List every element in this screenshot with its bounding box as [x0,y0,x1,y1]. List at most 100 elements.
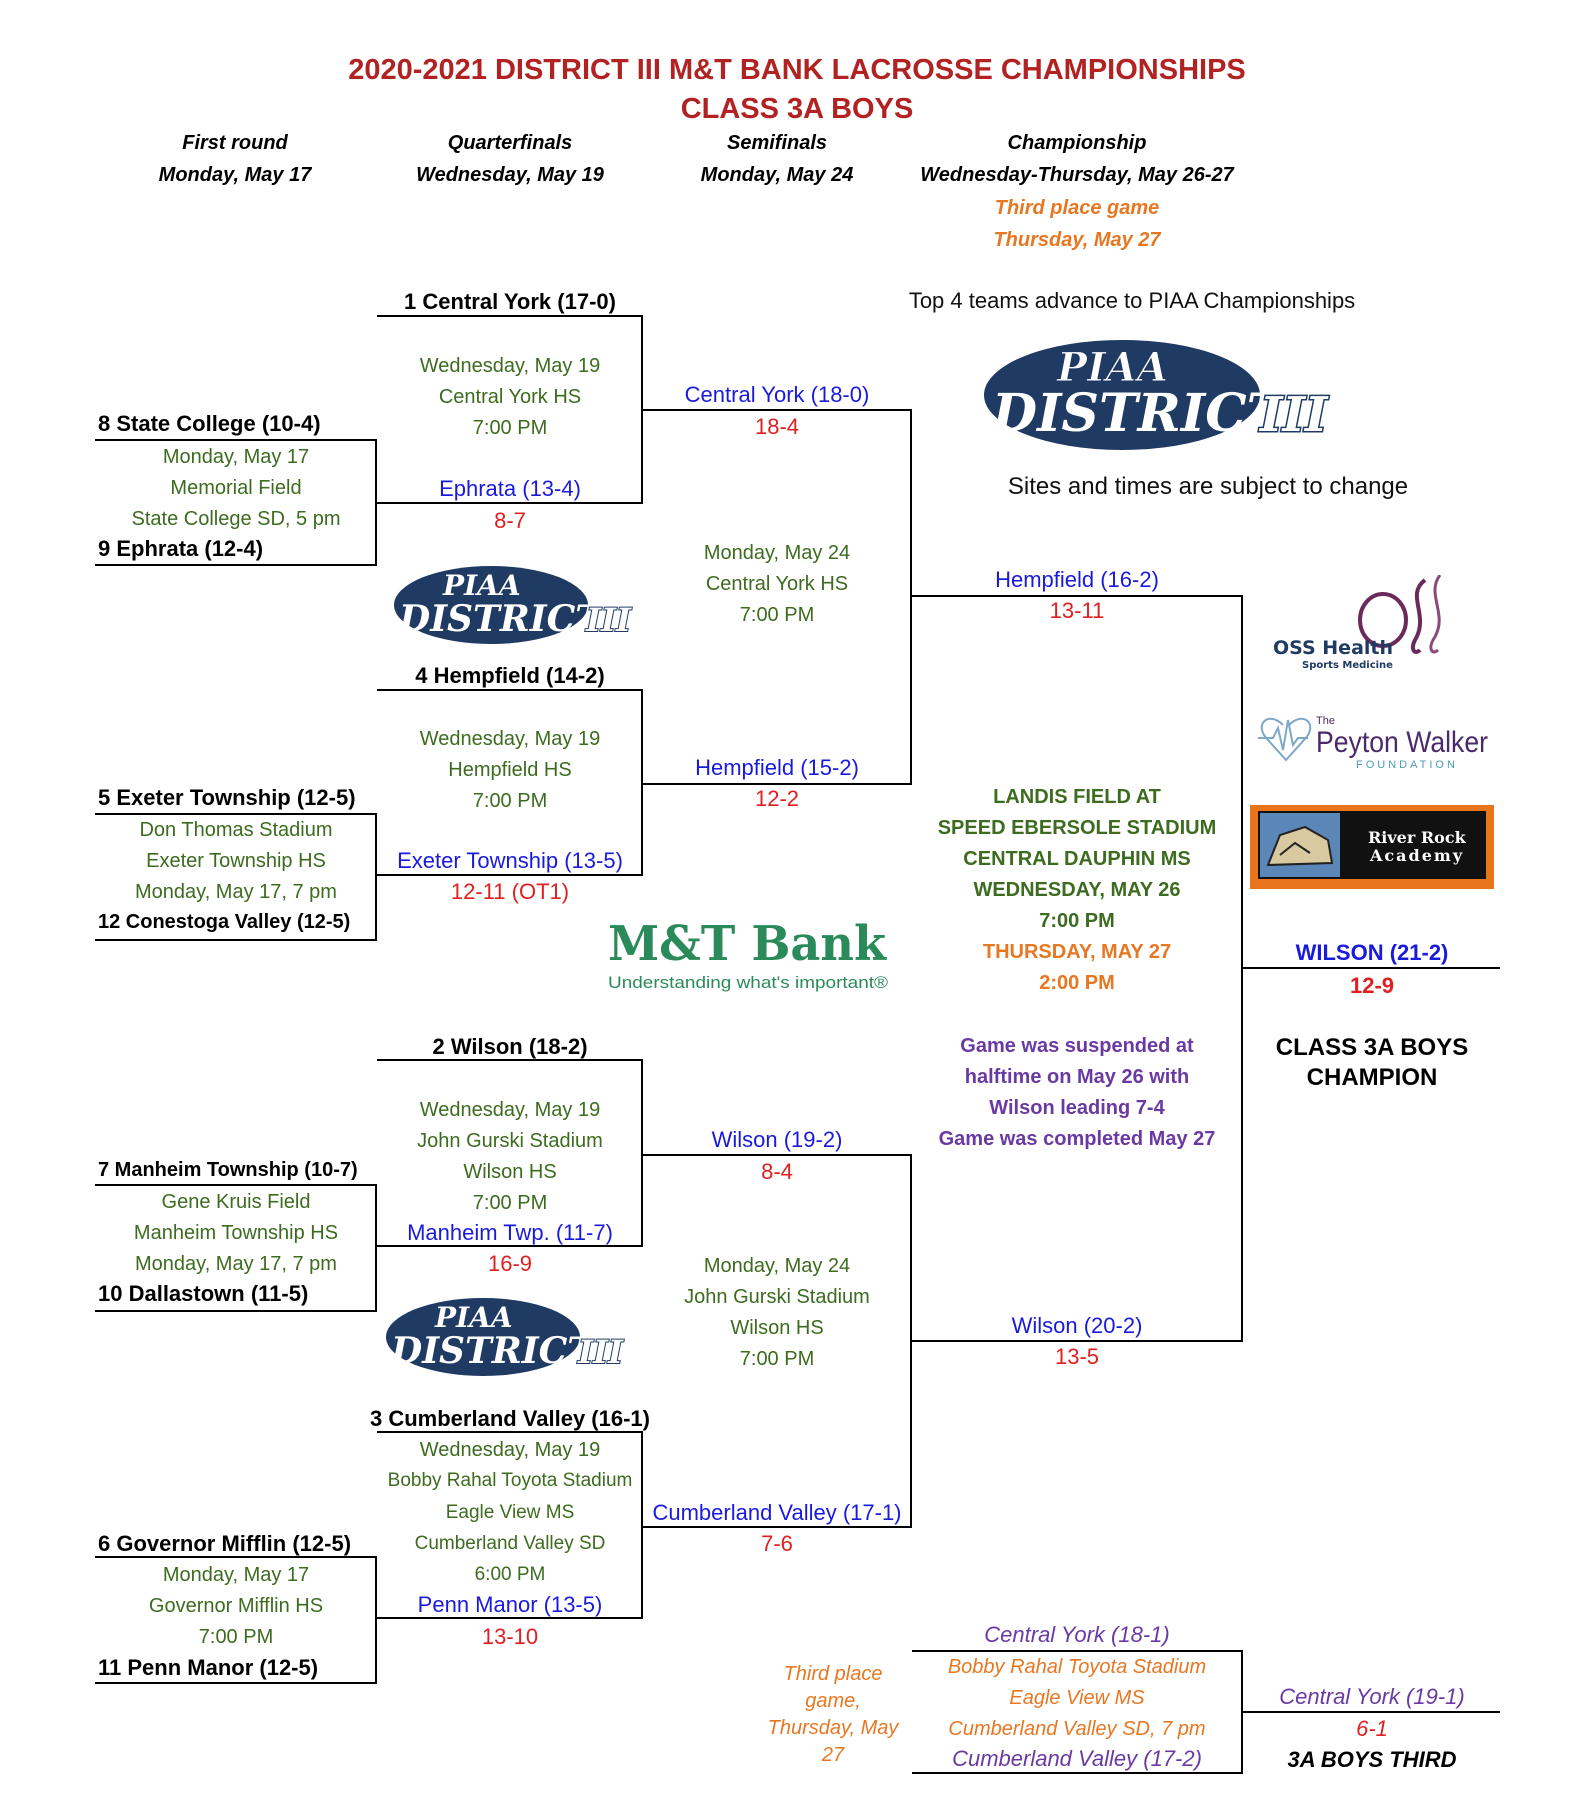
qf3-info: 7:00 PM [472,1192,548,1214]
sf1-top-team: Central York (18-0) [684,382,870,407]
bracket-line [377,1617,643,1619]
r1-g3-info: Monday, May 17, 7 pm [135,1253,337,1275]
third-result-label: 3A BOYS THIRD [1287,1747,1457,1772]
peyton-walker-logo: The Peyton Walker FOUNDATION [1248,700,1493,775]
qf1-seed-team: 1 Central York (17-0) [404,289,616,314]
round-name-first: First round [182,132,288,154]
third-place-header: Third place game [994,197,1160,219]
final-bottom-score: 13-5 [1054,1344,1100,1369]
district-text: DISTRICT [398,598,604,640]
suspension-note: Game was suspended at [960,1035,1194,1057]
qf4-seed-team: 3 Cumberland Valley (16-1) [370,1406,650,1431]
qf3-seed-team: 2 Wilson (18-2) [432,1034,588,1059]
qf2-seed-team: 4 Hempfield (14-2) [415,663,605,688]
mt-tagline: Understanding what's important® [608,973,889,992]
qf4-info: Eagle View MS [445,1502,575,1523]
peyton-name: Peyton Walker [1316,726,1488,759]
sf1-info: Central York HS [705,573,849,595]
qf3-info: John Gurski Stadium [417,1130,603,1152]
roman-text: III [577,1333,624,1371]
r1-g2-info: Don Thomas Stadium [139,819,333,841]
r1-g1-info: Monday, May 17 [162,446,310,468]
qf4-info: Wednesday, May 19 [419,1439,601,1461]
sf2-info: 7:00 PM [739,1348,815,1370]
r1-g1-info: State College SD, 5 pm [131,508,341,530]
bracket-line [377,502,643,504]
bracket-line [1241,595,1243,1342]
river-rock-logo: River Rock Academy [1250,805,1494,889]
third-place-label: Third place [783,1663,883,1685]
final-venue: CENTRAL DAUPHIN MS [963,848,1191,870]
final-top-team: Hempfield (16-2) [995,567,1159,592]
oss-name: OSS Health [1273,637,1393,659]
river-name: River Rock [1368,828,1467,847]
final-bottom-team: Wilson (20-2) [1011,1313,1143,1338]
bracket-line [95,1310,377,1312]
bracket-line [643,783,912,785]
bracket-line [375,1556,377,1682]
qf3-score: 16-9 [487,1251,533,1276]
r1-g1-bottom-team: 9 Ephrata (12-4) [98,536,264,561]
bracket-line [375,813,377,939]
round-name-qf: Quarterfinals [447,132,573,154]
r1-g1-info: Memorial Field [170,477,302,499]
r1-g2-top-team: 5 Exeter Township (12-5) [98,785,356,810]
qf3-info: Wilson HS [463,1161,557,1183]
mt-bank-logo: M&T Bank Understanding what's important® [606,910,896,995]
sf2-bottom-score: 7-6 [761,1531,793,1556]
third-top-team: Central York (18-1) [984,1622,1170,1647]
r1-g3-info: Gene Kruis Field [161,1191,311,1213]
bracket-line [641,1431,643,1617]
champion-team: WILSON (21-2) [1295,940,1449,965]
qf2-info: Hempfield HS [448,759,572,781]
piaa-district-logo: PIAA DISTRICT III [982,335,1344,455]
oss-sub: Sports Medicine [1302,660,1393,671]
bracket-line [95,813,377,815]
bracket-line [95,1556,377,1558]
final-venue: WEDNESDAY, MAY 26 [973,879,1181,901]
final-venue: 7:00 PM [1039,910,1115,932]
bracket-line [912,595,1243,597]
third-line [1241,1650,1243,1774]
round-date-qf: Wednesday, May 19 [416,164,604,186]
bracket-line [910,1154,912,1526]
sf2-top-score: 8-4 [761,1159,793,1184]
r1-g3-info: Manheim Township HS [133,1222,339,1244]
final-venue-resume: 2:00 PM [1039,972,1115,994]
sf1-info: Monday, May 24 [703,542,851,564]
piaa-district-logo-small: PIAA DISTRICT III [385,1295,635,1379]
final-venue-resume: THURSDAY, MAY 27 [982,941,1172,963]
bracket-line [641,689,643,874]
bracket-line [643,1526,912,1528]
roman-text: III [585,601,632,639]
third-result-line [1243,1711,1500,1713]
bracket-line [375,439,377,564]
qf2-winner: Exeter Township (13-5) [397,848,623,873]
piaa-district-logo-small: PIAA DISTRICT III [393,563,643,647]
champion-label: CHAMPION [1306,1064,1438,1091]
piaa-text: PIAA [442,569,521,602]
r1-g4-info: 7:00 PM [198,1626,274,1648]
r1-g2-info: Exeter Township HS [146,850,326,872]
sf2-bottom-team: Cumberland Valley (17-1) [652,1500,902,1525]
bracket-line [95,439,377,441]
round-name-ch: Championship [1007,132,1147,154]
qf4-winner: Penn Manor (13-5) [417,1592,603,1617]
third-info: Eagle View MS [1009,1687,1145,1709]
bracket-line [910,409,912,783]
third-place-label: 27 [821,1744,845,1766]
r1-g3-top-team: 7 Manheim Township (10-7) [98,1159,358,1181]
third-bottom-line [912,1772,1243,1774]
third-winner: Central York (19-1) [1279,1684,1465,1709]
final-venue: LANDIS FIELD AT [993,786,1161,808]
page-title: 2020-2021 DISTRICT III M&T BANK LACROSSE… [348,54,1246,86]
third-place-label: Thursday, May [767,1717,899,1739]
champion-score: 12-9 [1349,973,1395,998]
sf1-bottom-team: Hempfield (15-2) [695,755,859,780]
district-text: DISTRICT [990,383,1289,444]
advance-note: Top 4 teams advance to PIAA Championship… [908,288,1356,313]
final-top-score: 13-11 [1049,598,1105,623]
sf1-top-score: 18-4 [754,414,800,439]
qf1-score: 8-7 [494,508,526,533]
qf4-info: 6:00 PM [474,1564,546,1585]
